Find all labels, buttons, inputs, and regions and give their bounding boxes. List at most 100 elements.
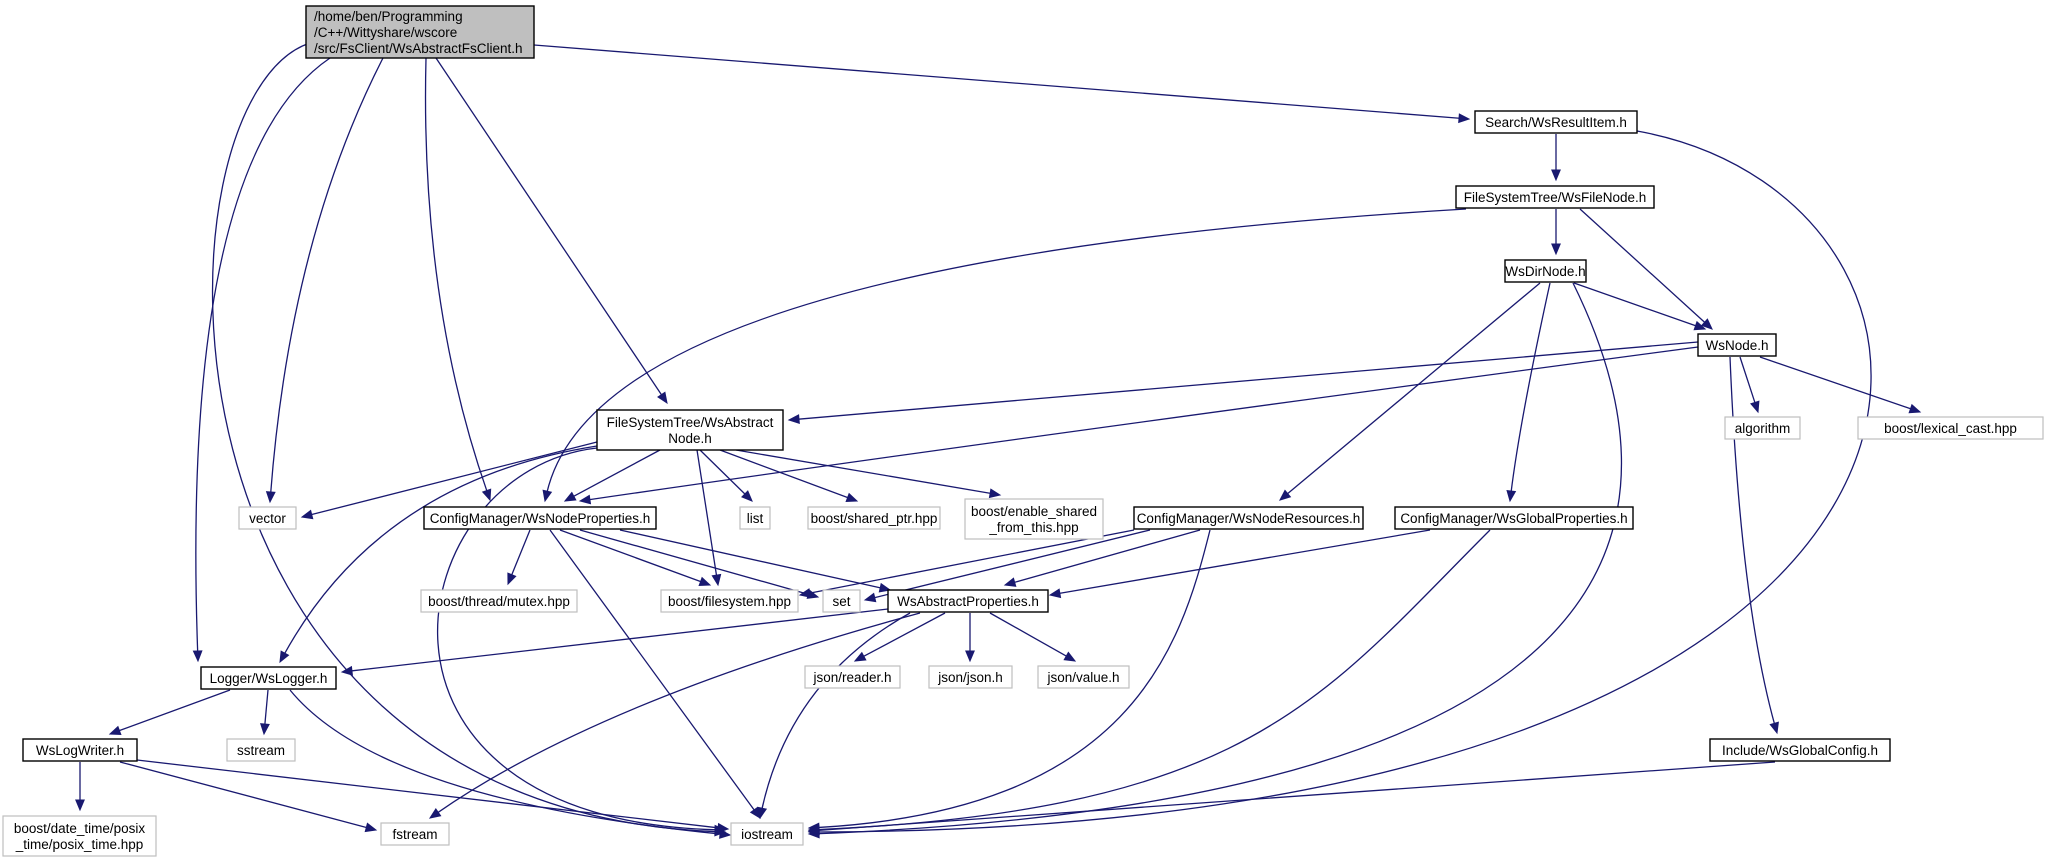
edge-line	[136, 759, 721, 829]
edge-line	[1759, 356, 1913, 411]
edge-line	[816, 529, 1491, 831]
edge-arrowhead	[657, 391, 668, 405]
edge-line	[989, 612, 1069, 658]
edge-line	[1729, 356, 1776, 726]
edge-arrowhead	[787, 414, 800, 425]
node-box	[1455, 185, 1655, 209]
edge-arrowhead	[798, 588, 812, 598]
edge-wsnode-to-globalconfig	[1729, 356, 1779, 735]
edge-arrowhead	[1769, 721, 1779, 735]
node-label: list	[747, 511, 764, 526]
edge-arrowhead	[428, 807, 442, 819]
edge-arrowhead	[741, 490, 753, 502]
edge-arrowhead	[716, 822, 730, 833]
node-box	[380, 822, 450, 846]
edge-arrowhead	[1908, 403, 1922, 414]
edge-arrowhead	[265, 491, 276, 504]
edge-absnode-to-filesystem	[696, 449, 722, 587]
edge-line	[796, 341, 1699, 420]
edge-line	[289, 689, 723, 835]
edge-root-to-absnode	[435, 57, 668, 405]
edge-arrowhead	[1551, 169, 1561, 182]
node-box	[423, 506, 657, 530]
edge-logger-to-iostream	[289, 689, 732, 839]
node-box	[1709, 738, 1891, 762]
node-box	[200, 666, 337, 690]
edge-arrowhead	[364, 822, 378, 833]
edge-absprops-to-jsonreader	[853, 612, 946, 662]
node-filenode[interactable]: FileSystemTree/WsFileNode.h	[1455, 185, 1655, 209]
edge-root-to-logger	[192, 57, 331, 663]
edge-arrowhead	[563, 491, 577, 502]
node-label: json/reader.h	[812, 670, 891, 685]
edge-arrowhead	[279, 650, 290, 664]
node-fstream: fstream	[380, 822, 450, 846]
edge-absprops-to-fstream	[428, 612, 921, 819]
node-logger[interactable]: Logger/WsLogger.h	[200, 666, 337, 690]
node-label: ConfigManager/WsNodeResources.h	[1137, 511, 1361, 526]
edge-arrowhead	[1279, 489, 1292, 501]
edge-root-to-nodeprops	[424, 57, 492, 502]
node-label: boost/date_time/posix	[14, 821, 146, 836]
edge-arrowhead	[863, 592, 877, 603]
node-wsnode[interactable]: WsNode.h	[1697, 333, 1777, 357]
node-logwriter[interactable]: WsLogWriter.h	[22, 738, 138, 762]
node-dirnode[interactable]: WsDirNode.h	[1504, 259, 1587, 283]
edge-line	[719, 449, 850, 499]
edge-line	[579, 529, 811, 596]
edge-line	[1012, 529, 1201, 584]
edge-logwriter-to-posix	[75, 762, 85, 812]
node-root[interactable]: /home/ben/Programming/C++/Wittyshare/wsc…	[305, 5, 535, 59]
edge-logwriter-to-fstream	[119, 761, 378, 833]
edge-line	[735, 449, 993, 495]
edge-line	[1510, 282, 1551, 494]
edge-line	[699, 449, 747, 496]
node-label: /C++/Wittyshare/wscore	[314, 25, 457, 40]
node-sstream: sstream	[226, 738, 296, 762]
node-box	[305, 5, 535, 59]
node-box	[739, 506, 771, 530]
edge-arrowhead	[719, 829, 732, 839]
node-globalprops[interactable]: ConfigManager/WsGlobalProperties.h	[1394, 506, 1634, 530]
node-label: Node.h	[668, 431, 712, 446]
node-absprops[interactable]: WsAbstractProperties.h	[887, 589, 1049, 613]
edge-arrowhead	[1750, 400, 1760, 414]
node-box	[1857, 416, 2044, 440]
edge-line	[1579, 208, 1707, 325]
edge-line	[117, 689, 231, 732]
edge-line	[816, 282, 1623, 835]
node-box	[730, 822, 804, 846]
node-globalconfig[interactable]: Include/WsGlobalConfig.h	[1709, 738, 1891, 762]
edge-noderes-to-absprops	[1003, 529, 1201, 587]
edge-arrowhead	[698, 576, 712, 587]
edge-absprops-to-logger	[340, 608, 889, 676]
edge-logwriter-to-iostream	[136, 759, 730, 833]
edge-absnode-to-enableshared	[735, 449, 1002, 499]
node-resultitem[interactable]: Search/WsResultItem.h	[1474, 110, 1638, 134]
edge-line	[816, 130, 1872, 833]
edge-nodeprops-to-filesystem	[559, 529, 712, 587]
node-jsonvalue: json/value.h	[1037, 665, 1130, 689]
node-box	[226, 738, 296, 762]
node-box	[22, 738, 138, 762]
nodes-layer: /home/ben/Programming/C++/Wittyshare/wsc…	[2, 5, 2044, 857]
node-box	[238, 506, 297, 530]
edge-arrowhead	[1700, 318, 1713, 330]
edge-arrowhead	[757, 806, 768, 820]
edge-resultitem-to-filenode	[1551, 134, 1561, 182]
edge-arrowhead	[988, 488, 1002, 499]
edge-line	[1285, 282, 1541, 496]
edge-line	[571, 449, 661, 498]
node-noderes[interactable]: ConfigManager/WsNodeResources.h	[1133, 506, 1364, 530]
node-label: ConfigManager/WsNodeProperties.h	[430, 511, 651, 526]
edge-arrowhead	[1551, 243, 1561, 256]
node-nodeprops[interactable]: ConfigManager/WsNodeProperties.h	[423, 506, 657, 530]
edge-line	[435, 57, 664, 397]
node-label: boost/lexical_cast.hpp	[1884, 421, 2017, 436]
edge-line	[436, 612, 921, 814]
edge-resultitem-to-iostream	[807, 130, 1872, 837]
edge-arrowhead	[965, 650, 975, 663]
edge-wsnode-to-nodeprops	[578, 346, 1699, 505]
node-label: WsAbstractProperties.h	[897, 594, 1039, 609]
